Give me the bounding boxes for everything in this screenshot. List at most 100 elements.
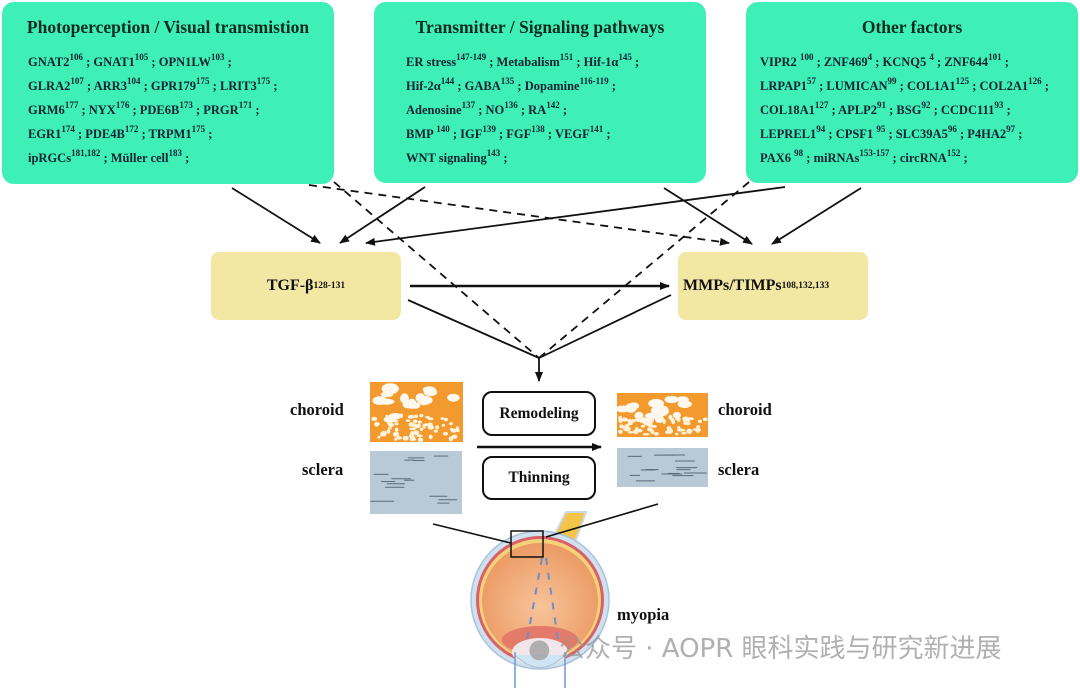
factor-line: GLRA2107 ; ARR3104 ; GPR179175 ; LRIT317…: [28, 76, 278, 94]
factor-line: VIPR2 100 ; ZNF4694 ; KCNQ5 4 ; ZNF64410…: [760, 52, 1009, 70]
factor-ref: 144: [440, 76, 455, 86]
factor-ref: 147-149: [456, 52, 487, 62]
factor-ref: 171: [238, 100, 253, 110]
factor-item: ER stress147-149: [406, 52, 487, 70]
factor-line: LRPAP157 ; LUMICAN99 ; COL1A1125 ; COL2A…: [760, 76, 1049, 94]
factor-ref: 107: [70, 76, 84, 86]
factor-ref: 57: [807, 76, 816, 86]
factor-ref: 141: [589, 124, 604, 134]
factor-item: VIPR2 100: [760, 52, 814, 70]
factor-line: ipRGCs181,182 ; Müller cell183 ;: [28, 148, 190, 166]
choroid-label-left: choroid: [290, 400, 344, 419]
factor-ref: 96: [947, 124, 957, 134]
arrow-photo-to-tgf: [231, 187, 321, 244]
sclera-label-left: sclera: [302, 460, 344, 479]
watermark: ● 公众号 · AOPR 眼科实践与研究新进展: [528, 628, 1002, 665]
factor-ref: 137: [461, 100, 476, 110]
factor-ref: 103: [211, 52, 225, 62]
factor-ref: 116-119: [579, 76, 609, 86]
zoom-region-marker: [510, 530, 544, 558]
factor-ref: 142: [546, 100, 560, 110]
factor-item: WNT signaling143: [406, 148, 501, 166]
arrow-signal-to-mmp: [663, 187, 753, 245]
factor-item: EGR1174: [28, 124, 75, 142]
factor-ref: 93: [994, 100, 1004, 110]
factor-ref: 172: [124, 124, 139, 134]
factor-item: PDE4B172: [85, 124, 139, 142]
factor-item: LUMICAN99: [826, 76, 897, 94]
factor-item: COL1A1125: [906, 76, 970, 94]
factor-item: ARR3104: [93, 76, 141, 94]
tgf-beta-ref: 128-131: [313, 281, 346, 291]
factor-ref: 100: [799, 52, 814, 62]
factor-line: COL18A1127 ; APLP291 ; BSG92 ; CCDC11193…: [760, 100, 1011, 118]
factor-line: WNT signaling143 ;: [406, 148, 508, 166]
factor-ref: 181,182: [71, 148, 101, 158]
factor-ref: 143: [486, 148, 501, 158]
factor-item: NYX176: [88, 100, 130, 118]
factor-item: GNAT2106: [28, 52, 83, 70]
line-mmp-to-merge: [538, 294, 672, 359]
tgf-beta-label: TGF-β: [266, 277, 314, 294]
factor-item: LEPREL194: [760, 124, 826, 142]
factor-item: VEGF141: [554, 124, 604, 142]
factor-item: COL2A1126: [979, 76, 1042, 94]
factor-ref: 175: [191, 124, 206, 134]
photoperception-box: Photoperception / Visual transmistion GN…: [2, 2, 334, 184]
factor-ref: 151: [559, 52, 574, 62]
factor-ref: 136: [504, 100, 518, 110]
factor-ref: 173: [179, 100, 193, 110]
factor-item: GLRA2107: [28, 76, 84, 94]
factor-item: TRPM1175: [148, 124, 206, 142]
factor-item: PRGR171: [203, 100, 253, 118]
factor-ref: 4: [929, 52, 934, 62]
arrow-other-to-mmp: [771, 187, 862, 245]
factor-ref: 140: [436, 124, 450, 134]
factor-item: Metabalism151: [496, 52, 574, 70]
factor-item: CCDC11193: [940, 100, 1004, 118]
factor-ref: 104: [126, 76, 141, 86]
eye-illustration: [432, 503, 659, 688]
factor-item: Hif-1α145: [583, 52, 632, 70]
factor-item: OPN1LW103: [158, 52, 225, 70]
factor-ref: 101: [988, 52, 1002, 62]
mmp-timp-label: MMPs/TIMPs: [683, 277, 782, 294]
factor-ref: 177: [64, 100, 79, 110]
box-title: Transmitter / Signaling pathways: [415, 17, 665, 37]
factor-ref: 176: [115, 100, 130, 110]
mmp-timp-ref: 108,132,133: [781, 281, 830, 291]
factor-ref: 138: [531, 124, 545, 134]
factor-ref: 125: [955, 76, 970, 86]
factor-item: BMP 140: [406, 124, 450, 142]
factor-ref: 183: [168, 148, 182, 158]
factor-item: Hif-2α144: [406, 76, 455, 94]
factor-ref: 174: [61, 124, 75, 134]
factor-ref: 139: [482, 124, 496, 134]
factor-item: GPR179175: [150, 76, 210, 94]
factor-ref: 145: [618, 52, 632, 62]
factor-item: FGF138: [506, 124, 545, 142]
factor-item: GABA135: [464, 76, 515, 94]
factor-item: CPSF1 95: [835, 124, 886, 142]
sclera-label-right: sclera: [718, 460, 760, 479]
factor-item: GNAT1105: [93, 52, 149, 70]
factor-item: KCNQ5 4: [882, 52, 934, 70]
choroid-thinned-texture: [615, 393, 708, 437]
factor-line: BMP 140 ; IGF139 ; FGF138 ; VEGF141 ;: [406, 124, 611, 142]
factor-ref: 135: [500, 76, 515, 86]
choroid-label-right: choroid: [718, 400, 772, 419]
sclera-normal-texture: [370, 451, 462, 514]
factor-item: BSG92: [896, 100, 931, 118]
factor-item: ZNF4694: [823, 52, 873, 70]
wechat-icon: ●: [528, 634, 551, 664]
watermark-text: 公众号 · AOPR 眼科实践与研究新进展: [558, 634, 1002, 664]
factor-ref: 175: [196, 76, 210, 86]
factor-item: SLC39A596: [895, 124, 957, 142]
factor-ref: 91: [877, 100, 886, 110]
factor-ref: 99: [887, 76, 897, 86]
factor-item: circRNA152: [899, 148, 961, 166]
